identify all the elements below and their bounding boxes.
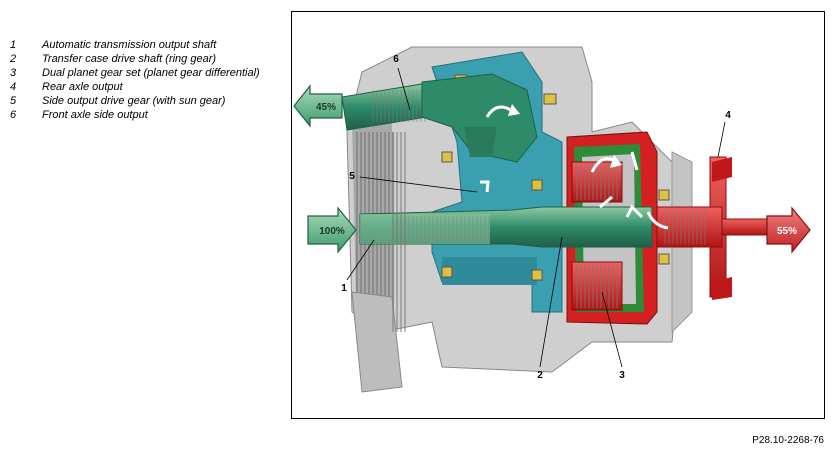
main-shaft [359, 180, 669, 248]
transfer-case-diagram: 45% 100% 55% 6 5 1 2 3 4 [293, 46, 811, 393]
ring-gear-teeth [392, 132, 406, 332]
callout-3: 3 [619, 370, 625, 381]
legend-text: Dual planet gear set (planet gear differ… [42, 67, 260, 79]
figure-reference: P28.10-2268-76 [752, 435, 824, 446]
rear-power-arrow: 55% [766, 206, 811, 254]
callout-lines [346, 67, 726, 368]
front-power-arrow: 45% [293, 84, 343, 128]
legend-text: Side output drive gear (with sun gear) [42, 95, 226, 107]
rear-percent-label: 55% [777, 226, 797, 237]
legend-item-4: 4 Rear axle output [10, 80, 280, 94]
legend-text: Rear axle output [42, 81, 123, 93]
front-percent-label: 45% [316, 102, 336, 113]
callout-5: 5 [349, 171, 355, 182]
legend-text: Front axle side output [42, 109, 148, 121]
callout-2: 2 [537, 370, 543, 381]
legend-number: 3 [10, 67, 17, 79]
legend-text: Transfer case drive shaft (ring gear) [42, 53, 217, 65]
rear-axle-output [651, 156, 768, 300]
legend-item-1: 1 Automatic transmission output shaft [10, 38, 280, 52]
input-power-arrow: 100% [307, 206, 357, 254]
legend-number: 2 [10, 53, 17, 65]
input-percent-label: 100% [319, 226, 345, 237]
callout-1: 1 [341, 283, 347, 294]
legend-item-6: 6 Front axle side output [10, 108, 280, 122]
legend-item-2: 2 Transfer case drive shaft (ring gear) [10, 52, 280, 66]
legend-text: Automatic transmission output shaft [42, 39, 217, 51]
legend-number: 4 [10, 81, 17, 93]
diagram-frame: 45% 100% 55% 6 5 1 2 3 4 [291, 11, 825, 419]
callout-6: 6 [393, 54, 399, 65]
legend-number: 6 [10, 109, 17, 121]
legend: 1 Automatic transmission output shaft 2 Tr… [10, 38, 280, 122]
legend-item-5: 5 Side output drive gear (with sun gear) [10, 94, 280, 108]
callout-4: 4 [725, 110, 731, 121]
legend-item-3: 3 Dual planet gear set (planet gear diffe… [10, 66, 280, 80]
legend-number: 1 [10, 39, 17, 51]
legend-number: 5 [10, 95, 17, 107]
